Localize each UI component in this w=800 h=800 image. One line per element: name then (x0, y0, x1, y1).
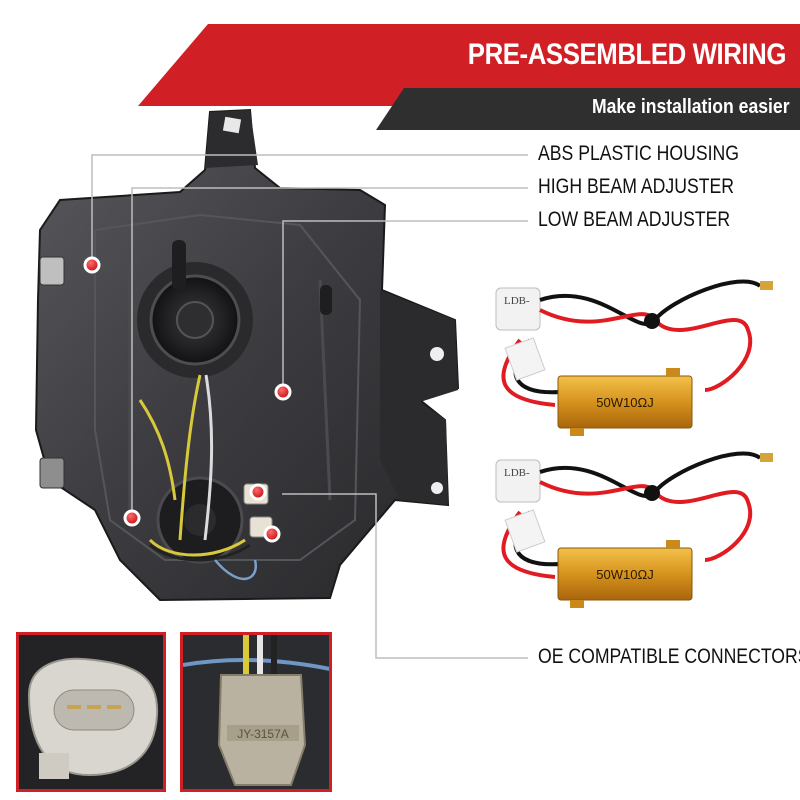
plug-connector-image: JY-3157A (183, 635, 329, 789)
red-dot-marker-icon (83, 256, 292, 543)
load-resistor-1: LDB- 50W10ΩJ (495, 279, 773, 436)
headlight-housing (34, 108, 460, 602)
connector-plug-thumbnail: JY-3157A (180, 632, 332, 792)
callout-low-beam-adjuster: LOW BEAM ADJUSTER (538, 208, 731, 231)
socket-connector-image (19, 635, 163, 789)
resistor-rating-2: 50W10ΩJ (596, 567, 653, 582)
callout-high-beam-adjuster: HIGH BEAM ADJUSTER (538, 175, 735, 198)
banner-subtitle: Make installation easier (592, 96, 790, 118)
callout-oe-connectors: OE COMPATIBLE CONNECTORS (538, 645, 800, 668)
resistor-tag-1: LDB- (504, 295, 530, 307)
connector-socket-thumbnail (16, 632, 166, 792)
banner-dark-stripe (376, 88, 800, 130)
resistor-rating-1: 50W10ΩJ (596, 395, 653, 410)
resistor-tag-2: LDB- (504, 467, 530, 479)
load-resistor-2: LDB- 50W10ΩJ (495, 451, 773, 608)
callout-lines (91, 154, 528, 659)
plug-model-label: JY-3157A (237, 727, 289, 741)
banner-title: PRE-ASSEMBLED WIRING (467, 38, 787, 71)
callout-abs-housing: ABS PLASTIC HOUSING (538, 142, 739, 165)
